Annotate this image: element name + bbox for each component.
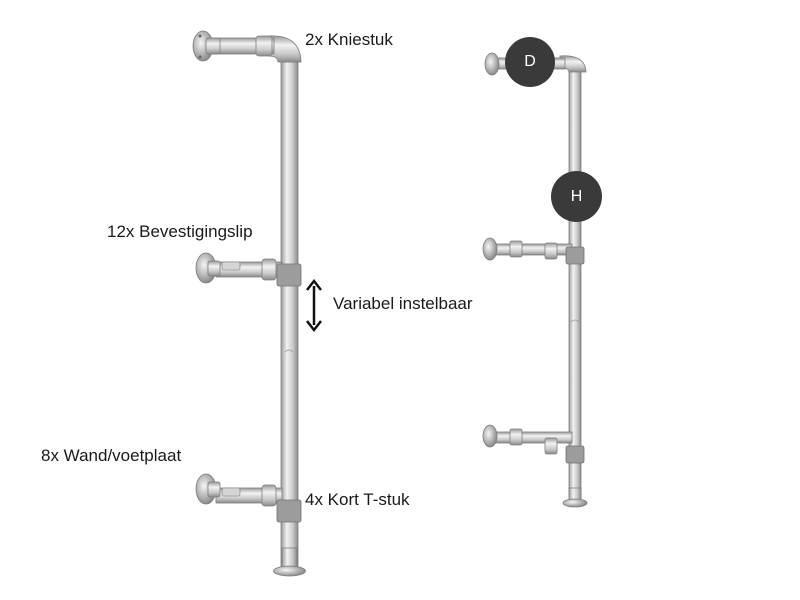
elbow-fitting [267,35,302,63]
right-frame [482,52,588,508]
depth-badge: D [505,37,555,87]
top-arm-coupling [255,35,273,57]
middle-arm [195,252,302,287]
elbow-label: 2x Kniestuk [305,30,393,49]
wall-plate-top [192,30,221,62]
adjustable-arrow [306,278,322,333]
foot-plate-left [273,547,306,577]
wallplate-label: 8x Wand/voetplaat [41,446,182,465]
adjustable-label: Variabel instelbaar [333,294,473,313]
tee-label: 4x Kort T-stuk [305,490,410,509]
right-middle-arm [482,237,585,265]
left-frame [192,30,306,577]
clip-label: 12x Bevestigingslip [107,222,253,241]
height-badge: H [551,171,602,222]
bottom-arm [195,473,302,523]
right-bottom-arm [482,424,585,464]
upright-pipe [280,61,299,571]
foot-plate-right [562,487,588,508]
